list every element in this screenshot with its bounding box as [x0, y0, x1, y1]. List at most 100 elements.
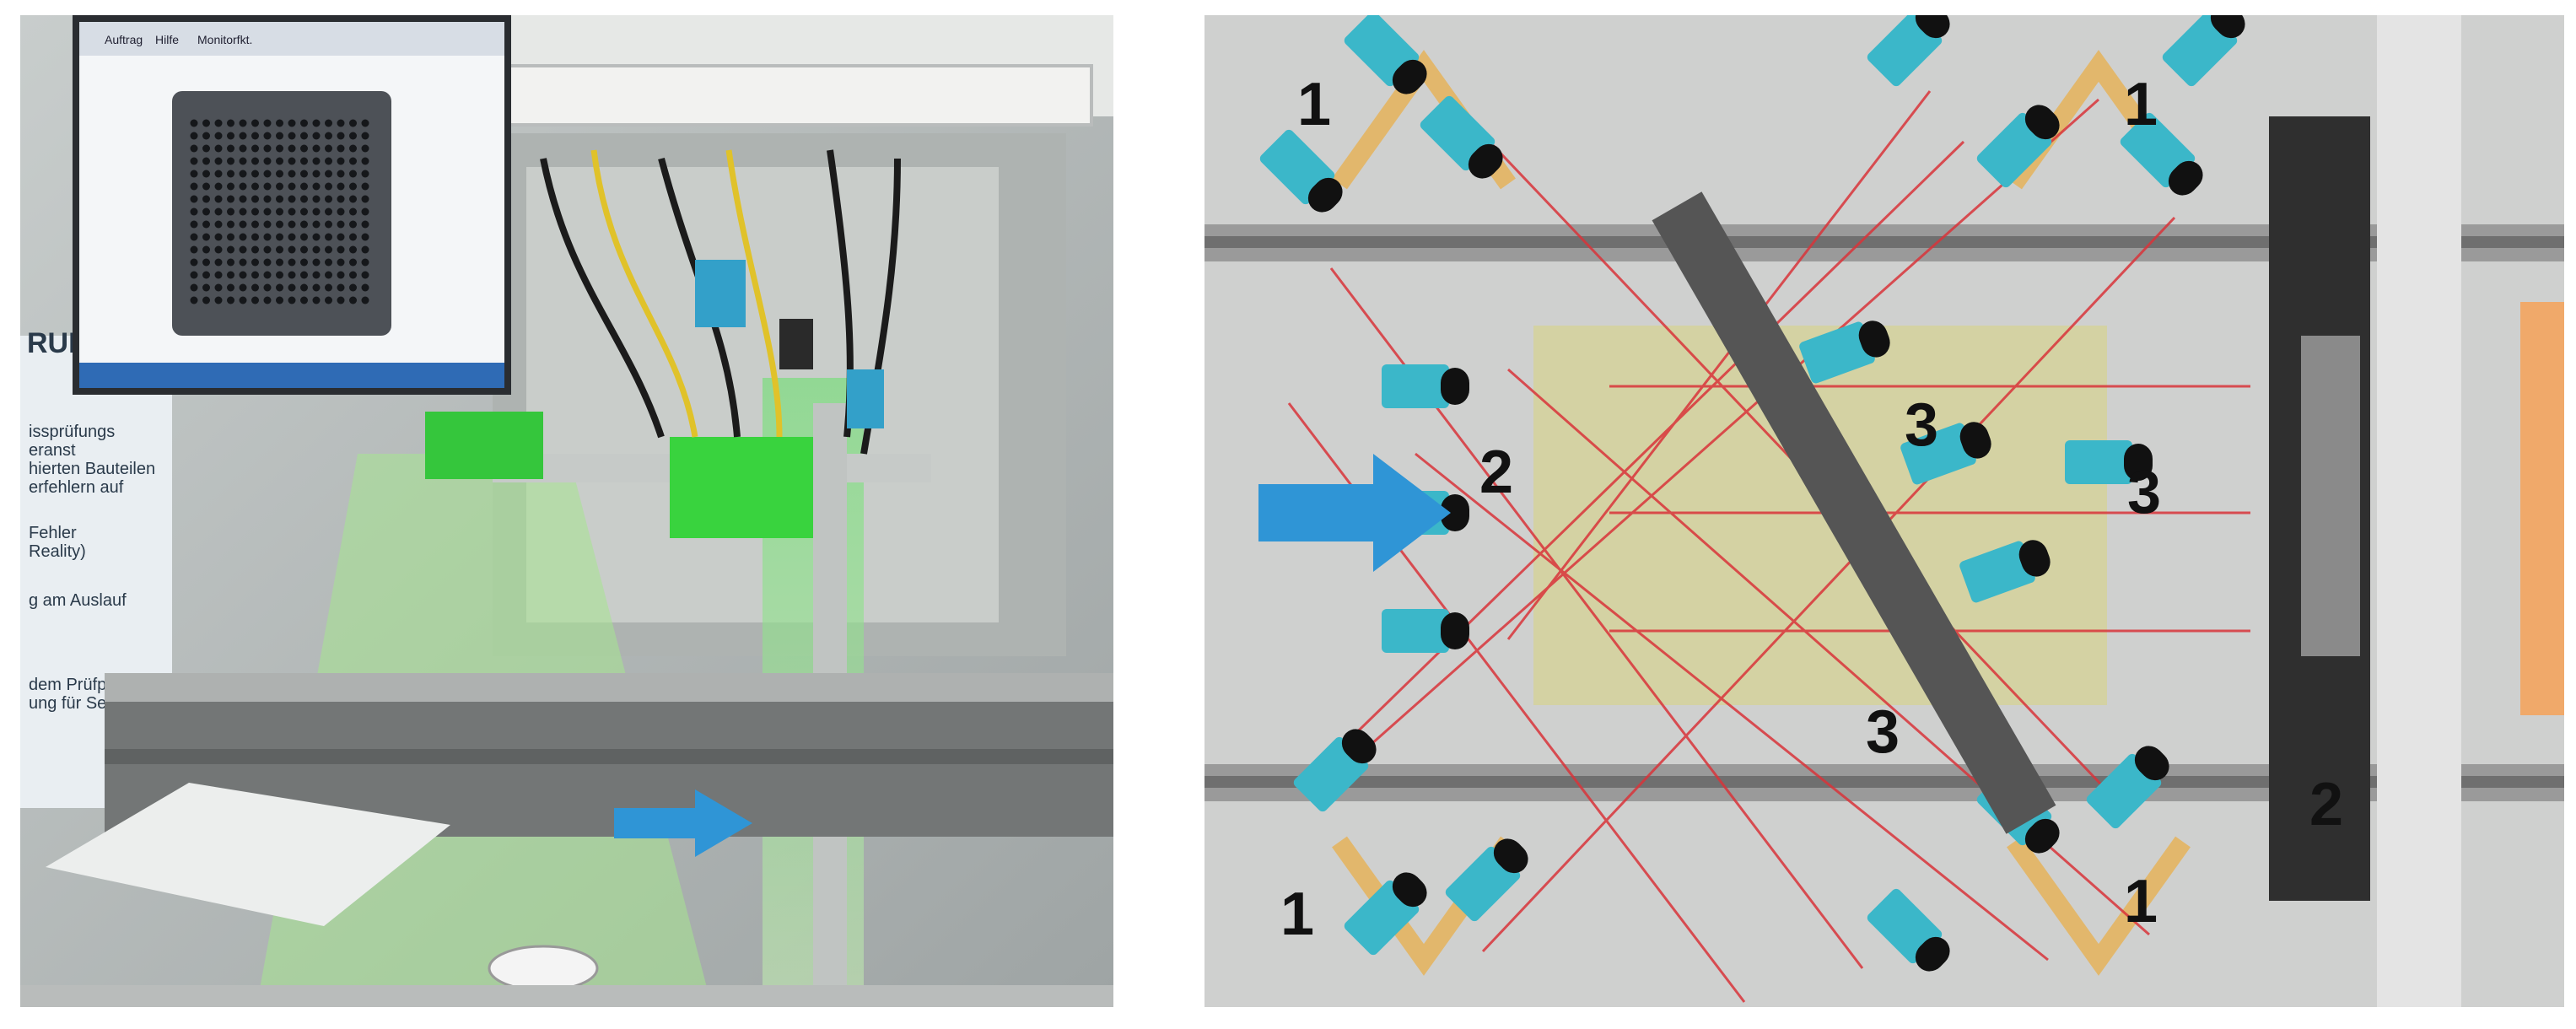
calibration-dot	[325, 182, 332, 191]
calibration-dot	[349, 144, 357, 153]
calibration-dot	[239, 271, 247, 279]
calibration-dot	[276, 170, 283, 178]
calibration-dot	[190, 170, 198, 178]
calibration-dot	[312, 119, 321, 127]
sensor-unit	[1259, 129, 1343, 213]
station-photo-illustration: RUN issprüfungs eranst hierten Bauteilen…	[20, 15, 1113, 1007]
calibration-dot	[214, 207, 223, 216]
calibration-dot	[251, 157, 259, 165]
label-center-camera: 3	[1905, 391, 1938, 459]
calibration-dot	[227, 258, 234, 267]
calibration-dot	[288, 182, 296, 191]
keyboard	[46, 783, 450, 926]
calibration-dot	[361, 170, 369, 178]
calibration-dot	[276, 182, 283, 191]
calibration-dot	[325, 258, 332, 267]
sensor-unit	[1867, 888, 1950, 972]
flow-arrow-diagram	[1258, 454, 1451, 572]
calibration-dot	[276, 258, 283, 267]
calibration-dot	[202, 271, 210, 279]
calibration-dot	[325, 195, 332, 203]
diagonal-bar	[1652, 191, 2056, 834]
calibration-dot	[263, 157, 272, 165]
calibration-dot	[337, 245, 345, 254]
calibration-dot	[349, 157, 357, 165]
calibration-dot	[202, 207, 210, 216]
calibration-dot	[214, 233, 223, 241]
label-bar: 3	[1866, 698, 1900, 766]
sensor-layout-illustration: 1 1 1 1 2 2 3 3 3	[1204, 15, 2564, 1007]
calibration-dot	[214, 170, 223, 178]
calibration-dot	[239, 144, 247, 153]
calibration-dot	[361, 195, 369, 203]
calibration-dot	[239, 207, 247, 216]
monitor-menu-3: Monitorfkt.	[197, 33, 252, 46]
calibration-dot	[300, 170, 308, 178]
calibration-dot	[263, 220, 272, 229]
calibration-dot	[214, 195, 223, 203]
calibration-dot	[312, 283, 321, 292]
calibration-dot	[361, 283, 369, 292]
calibration-dot	[300, 144, 308, 153]
calibration-dot	[361, 119, 369, 127]
sensor-unit	[1382, 364, 1469, 408]
calibration-dot	[325, 245, 332, 254]
calibration-dot	[202, 233, 210, 241]
calibration-dot	[361, 233, 369, 241]
sensor-unit	[1382, 609, 1469, 653]
calibration-dot	[300, 296, 308, 304]
calibration-dot	[276, 220, 283, 229]
calibration-dot	[263, 195, 272, 203]
calibration-dot	[251, 182, 259, 191]
sensor-unit	[2120, 112, 2203, 196]
calibration-dot	[214, 132, 223, 140]
calibration-dot	[276, 271, 283, 279]
calibration-dot	[251, 233, 259, 241]
calibration-dot	[202, 258, 210, 267]
svg-text:issprüfungs: issprüfungs	[29, 423, 115, 441]
calibration-dot	[214, 220, 223, 229]
calibration-dot	[312, 258, 321, 267]
calibration-dot	[190, 296, 198, 304]
calibration-dot	[361, 157, 369, 165]
calibration-dot	[239, 258, 247, 267]
calibration-dot	[276, 245, 283, 254]
sensor-unit	[1900, 422, 1991, 485]
calibration-dot	[337, 144, 345, 153]
calibration-dot	[263, 233, 272, 241]
calibration-dot	[251, 195, 259, 203]
calibration-dot	[263, 296, 272, 304]
calibration-dot	[337, 258, 345, 267]
calibration-dot	[300, 157, 308, 165]
sensor-unit	[2162, 15, 2245, 87]
sensor-layout-diagram: 1 1 1 1 2 2 3 3 3	[1204, 15, 2564, 1007]
laser-beam	[1506, 90, 1932, 640]
calibration-dot	[251, 132, 259, 140]
sensors	[1259, 15, 2245, 972]
calibration-dot	[312, 220, 321, 229]
calibration-dot	[251, 283, 259, 292]
calibration-dot	[263, 132, 272, 140]
calibration-dot	[312, 233, 321, 241]
calibration-dot	[227, 170, 234, 178]
calibration-dot	[251, 119, 259, 127]
calibration-dot	[263, 258, 272, 267]
monitor: Auftrag Hilfe Monitorfkt.	[73, 15, 511, 395]
calibration-dot	[190, 207, 198, 216]
calibration-dot	[276, 132, 283, 140]
calibration-dot	[312, 132, 321, 140]
calibration-dot	[361, 258, 369, 267]
calibration-dot	[202, 132, 210, 140]
calibration-dot	[288, 258, 296, 267]
calibration-dot	[202, 220, 210, 229]
calibration-dot	[227, 220, 234, 229]
calibration-dot	[263, 245, 272, 254]
svg-text:eranst: eranst	[29, 441, 76, 460]
calibration-dot	[361, 271, 369, 279]
svg-text:hierten Bauteilen: hierten Bauteilen	[29, 460, 155, 478]
calibration-dot	[288, 245, 296, 254]
calibration-dot	[300, 283, 308, 292]
sensor-unit	[1799, 321, 1890, 384]
calibration-dot	[190, 271, 198, 279]
calibration-dot	[202, 245, 210, 254]
